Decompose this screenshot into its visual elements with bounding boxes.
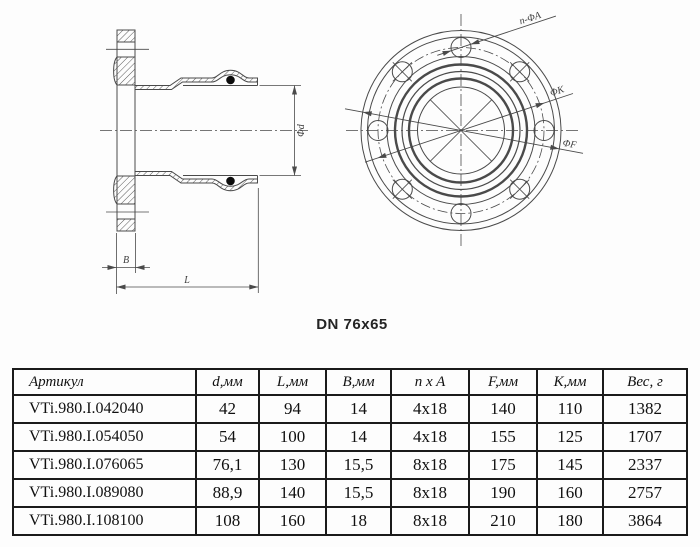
cell-article: VTi.980.I.108100 [12,506,197,536]
col-header-k: К,мм [536,368,604,396]
cell-l: 130 [258,450,327,480]
col-header-d: d,мм [195,368,260,396]
dimension-pipe-dia: Φd [259,85,307,176]
cell-f: 140 [468,394,538,424]
cell-l: 160 [258,506,327,536]
dimension-label-bolt-circle: ΦK [549,84,567,99]
dimension-flange-dia: ΦF [344,108,584,154]
cell-l: 100 [258,422,327,452]
cell-f: 155 [468,422,538,452]
flange-hatch-bottom-hub [113,175,136,205]
dimension-bolt-hole-dia: n-ΦA [437,10,557,56]
spec-table: Артикул d,мм L,мм В,мм n x A F,мм К,мм В… [12,368,688,536]
cell-article: VTi.980.I.042040 [12,394,197,424]
dimension-label-thickness: B [123,255,129,266]
flange-hatch-top-rim [116,29,136,43]
cell-b: 18 [325,506,392,536]
cell-l: 94 [258,394,327,424]
cell-d: 42 [195,394,260,424]
cell-f: 190 [468,478,538,508]
col-header-nxa: n x A [390,368,470,396]
flange-hatch-bottom-rim [116,218,136,232]
socket-wall-bottom [134,171,258,192]
cell-k: 145 [536,450,604,480]
cell-nxa: 8x18 [390,450,470,480]
cell-b: 15,5 [325,450,392,480]
cell-weight: 3864 [602,506,688,536]
dimension-bolt-circle: ΦK [364,84,574,163]
cell-article: VTi.980.I.076065 [12,450,197,480]
cell-weight: 2337 [602,450,688,480]
table-row: VTi.980.I.076065 76,1 130 15,5 8x18 175 … [12,450,688,480]
dimension-thickness: B [102,233,150,294]
cell-nxa: 8x18 [390,478,470,508]
cell-f: 175 [468,450,538,480]
col-header-f: F,мм [468,368,538,396]
bolt-holes [367,37,555,224]
flange-hatch-top-hub [113,56,136,86]
dimension-length: L [116,188,259,293]
technical-drawing: Φd B L [100,10,584,294]
cell-nxa: 4x18 [390,394,470,424]
cell-k: 180 [536,506,604,536]
product-title: DN 76x65 [316,316,388,333]
dimension-label-flange-dia: ΦF [562,138,578,151]
front-view-drawing: ΦK ΦF n-ΦA [344,10,584,247]
side-view-drawing: Φd B L [100,29,308,294]
cell-d: 108 [195,506,260,536]
cell-l: 140 [258,478,327,508]
cell-f: 210 [468,506,538,536]
cell-d: 88,9 [195,478,260,508]
cell-k: 110 [536,394,604,424]
cell-k: 160 [536,478,604,508]
cell-b: 14 [325,422,392,452]
table-row: VTi.980.I.108100 108 160 18 8x18 210 180… [12,506,688,536]
socket-wall-top [134,69,258,90]
col-header-l: L,мм [258,368,327,396]
cell-d: 54 [195,422,260,452]
cell-b: 15,5 [325,478,392,508]
cell-weight: 1707 [602,422,688,452]
oring-seal-top [226,75,235,85]
cell-weight: 1382 [602,394,688,424]
cell-d: 76,1 [195,450,260,480]
oring-seal-bottom [226,176,235,186]
table-row: VTi.980.I.042040 42 94 14 4x18 140 110 1… [12,394,688,424]
cell-article: VTi.980.I.054050 [12,422,197,452]
col-header-weight: Вес, г [602,368,688,396]
dimension-label-length: L [183,275,190,286]
cell-nxa: 8x18 [390,506,470,536]
cell-nxa: 4x18 [390,422,470,452]
table-row: VTi.980.I.054050 54 100 14 4x18 155 125 … [12,422,688,452]
cell-article: VTi.980.I.089080 [12,478,197,508]
table-header-row: Артикул d,мм L,мм В,мм n x A F,мм К,мм В… [12,368,688,396]
cell-b: 14 [325,394,392,424]
col-header-b: В,мм [325,368,392,396]
dimension-label-pipe-dia: Φd [296,123,307,137]
col-header-article: Артикул [12,368,197,396]
cell-k: 125 [536,422,604,452]
cell-weight: 2757 [602,478,688,508]
bolt-hole-cross-marks [392,62,530,199]
table-row: VTi.980.I.089080 88,9 140 15,5 8x18 190 … [12,478,688,508]
